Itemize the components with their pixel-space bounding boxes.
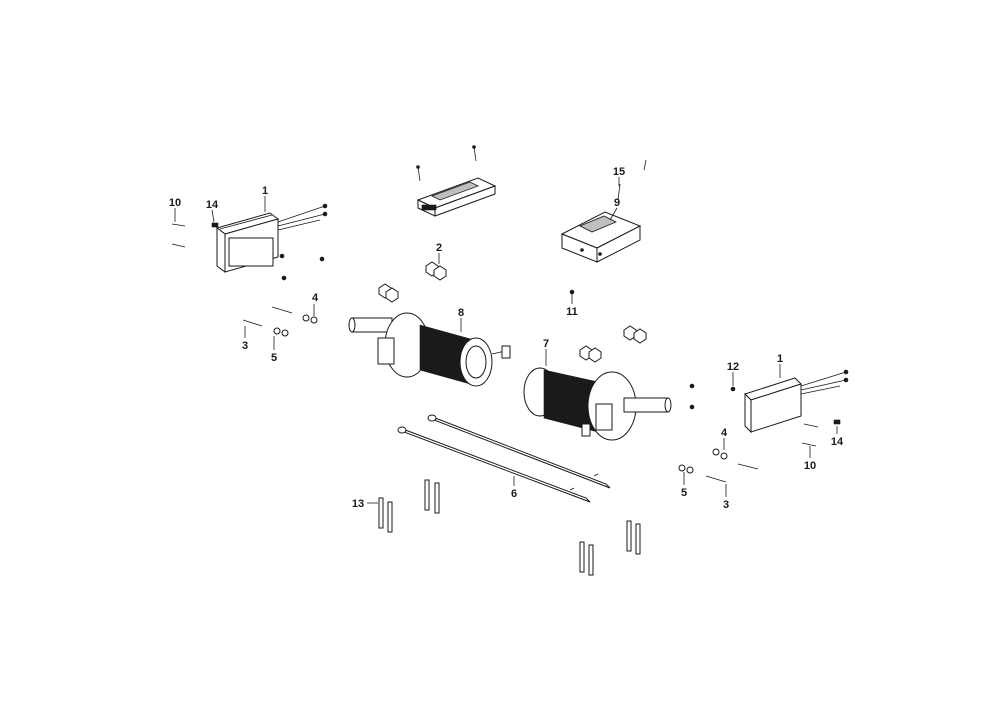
part-13-bolts (378, 479, 641, 576)
callout-3-right: 3 (723, 499, 729, 511)
callout-1-left: 1 (262, 185, 268, 197)
callout-5-left: 5 (271, 352, 277, 364)
controller-top-center (416, 145, 497, 217)
callout-10-left: 10 (169, 197, 181, 209)
callout-1-right: 1 (777, 353, 783, 365)
callout-15: 15 (613, 166, 625, 178)
callout-labels: 1 1 2 3 3 4 4 5 5 6 7 8 9 10 10 11 12 13… (169, 166, 844, 511)
callout-6: 6 (511, 488, 517, 500)
leader-lines (174, 177, 838, 504)
part-6-axles (397, 414, 611, 503)
part-8-motor (348, 312, 511, 387)
hardware-right (569, 289, 841, 483)
callout-7: 7 (543, 338, 549, 350)
part-9-controller (560, 159, 647, 263)
part-1-module-right (744, 369, 849, 434)
callout-10-right: 10 (804, 460, 816, 472)
nuts-2 (378, 261, 647, 363)
callout-12: 12 (727, 361, 739, 373)
callout-3-left: 3 (242, 340, 248, 352)
part-1-module-left (215, 203, 328, 273)
callout-4-right: 4 (721, 427, 728, 439)
part-7-motor (523, 367, 672, 441)
callout-14-right: 14 (831, 436, 844, 448)
callout-9: 9 (614, 197, 620, 209)
callout-8: 8 (458, 307, 464, 319)
callout-13: 13 (352, 498, 364, 510)
hardware-left (171, 222, 325, 337)
callout-5-right: 5 (681, 487, 687, 499)
callout-2: 2 (436, 242, 442, 254)
callout-11: 11 (566, 306, 578, 318)
callout-14-left: 14 (206, 199, 219, 211)
callout-4-left: 4 (312, 292, 319, 304)
